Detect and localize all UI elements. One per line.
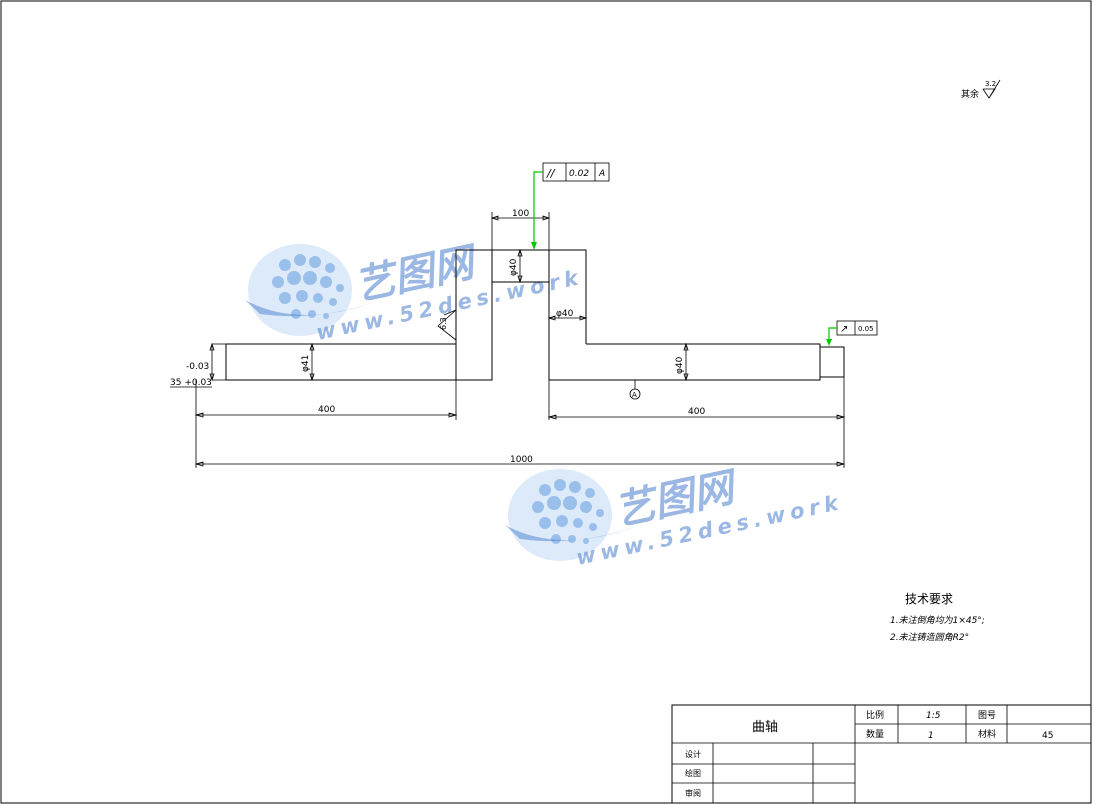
tolerance-frame-top: // 0.02 A: [531, 162, 610, 250]
dim-mid-dia: φ40: [556, 309, 574, 319]
tol-right-value: 0.05: [858, 325, 874, 333]
dim-right-length: 400: [688, 407, 705, 417]
review-label: 审阅: [685, 788, 701, 798]
title-block: 曲轴 比例 1:5 图号 数量 1 材料 45 设计 绘图 审阅: [671, 704, 1092, 804]
globe-logo-icon: [245, 244, 380, 336]
dim-total-length: 1000: [510, 455, 533, 465]
crankshaft-outline: [225, 249, 845, 381]
qty-value: 1: [928, 731, 934, 741]
leader-arrow: [533, 171, 543, 248]
datum-label: A: [632, 391, 637, 399]
crank-pin: [491, 249, 550, 283]
watermark-top: 艺图网 www.52des.work: [245, 239, 585, 345]
material-value: 45: [1042, 731, 1053, 741]
scale-label: 比例: [866, 709, 884, 721]
tol-right-symbol: ↗: [840, 324, 848, 335]
datum-marker-icon: [629, 388, 641, 400]
roughness-note-value: 3.2: [985, 80, 996, 88]
surface-roughness-note: 其余 3.2: [961, 79, 1001, 100]
tech-req-title: 技术要求: [905, 592, 953, 606]
dim-top-dia: φ40: [509, 258, 519, 276]
scale-value: 1:5: [926, 711, 941, 721]
dim-left-dia: φ41: [301, 355, 311, 372]
watermark-bottom: 艺图网 www.52des.work: [505, 464, 845, 570]
dim-left-tol-upper: -0.03: [186, 362, 209, 372]
dim-top-width: 100: [512, 209, 529, 219]
technical-requirements: 技术要求 1.未注倒角均为1×45°; 2.未注铸造圆角R2°: [890, 592, 985, 643]
dim-left-tol-lower: 35 +0.03: [170, 378, 212, 388]
drawing-no-label: 图号: [978, 710, 996, 721]
roughness-left: 6.3: [439, 317, 448, 330]
leader-arrow: [828, 327, 837, 344]
dimensions: 100 φ40 φ40 φ41 φ40 -0.03 35 +0.03 6.3 A: [170, 209, 846, 468]
tech-req-item: 1.未注倒角均为1×45°;: [890, 615, 985, 626]
material-label: 材料: [978, 728, 996, 740]
right-web: [548, 249, 587, 380]
left-journal: [225, 343, 457, 381]
dim-left-length: 400: [318, 405, 335, 415]
roughness-note-label: 其余: [961, 88, 979, 100]
qty-label: 数量: [866, 728, 884, 740]
roughness-symbol-icon: [437, 309, 457, 341]
dim-right-dia: φ40: [675, 356, 685, 374]
tol-top-value: 0.02: [569, 169, 589, 179]
draw-label: 绘图: [685, 768, 701, 778]
tol-top-datum: A: [598, 169, 605, 179]
tech-req-item: 2.未注铸造圆角R2°: [890, 632, 969, 643]
left-web: [455, 249, 493, 381]
globe-logo-icon: [505, 469, 640, 561]
right-end-stub: [819, 346, 845, 378]
design-label: 设计: [685, 749, 701, 759]
tolerance-frame-right: ↗ 0.05: [826, 320, 878, 346]
roughness-symbol-icon: [982, 79, 1001, 99]
part-name: 曲轴: [752, 720, 778, 735]
tol-top-symbol: //: [546, 167, 556, 180]
